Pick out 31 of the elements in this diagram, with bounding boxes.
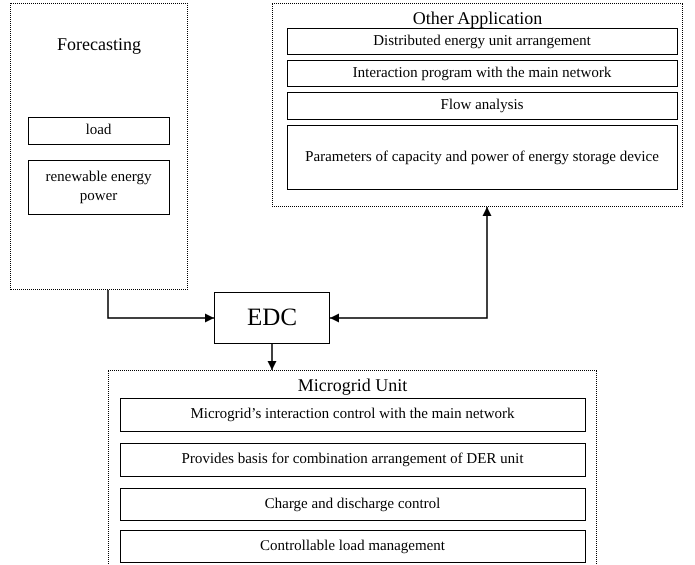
group-title: Other Application: [412, 8, 544, 29]
function-box: [286, 60, 678, 86]
box-label: Provides basis for combination arrangement of DER unit: [181, 450, 524, 469]
function-box: [28, 160, 170, 214]
box-label: Microgrid’s interaction control with the main network: [190, 405, 515, 424]
connector-arrow: [330, 207, 492, 322]
box-label: renewable energy power: [44, 168, 152, 206]
box-label: Parameters of capacity and power of energy storage device: [305, 148, 659, 166]
function-box: [286, 124, 678, 190]
function-box: [120, 398, 586, 432]
group-title: Forecasting: [56, 34, 142, 55]
box-label: Controllable load management: [260, 536, 445, 556]
function-box: [120, 530, 586, 562]
function-box: [286, 92, 678, 120]
group-panel: [108, 370, 597, 565]
box-label: Distributed energy unit arrangement: [373, 32, 591, 50]
function-box: [120, 442, 586, 476]
box-label: Interaction program with the main network: [352, 64, 612, 82]
connector-arrow: [107, 290, 214, 322]
group-panel: [10, 3, 188, 290]
group-title: Microgrid Unit: [296, 375, 408, 396]
function-box: [286, 28, 678, 54]
function-box: [120, 488, 586, 520]
box-label: Flow analysis: [440, 96, 524, 115]
controller-label: EDC: [247, 304, 297, 332]
connector-arrow: [268, 344, 276, 370]
box-label: load: [86, 121, 112, 140]
group-panel: [272, 3, 683, 207]
function-box: [28, 116, 170, 144]
box-label: Charge and discharge control: [264, 494, 440, 514]
controller-box: [214, 292, 330, 344]
